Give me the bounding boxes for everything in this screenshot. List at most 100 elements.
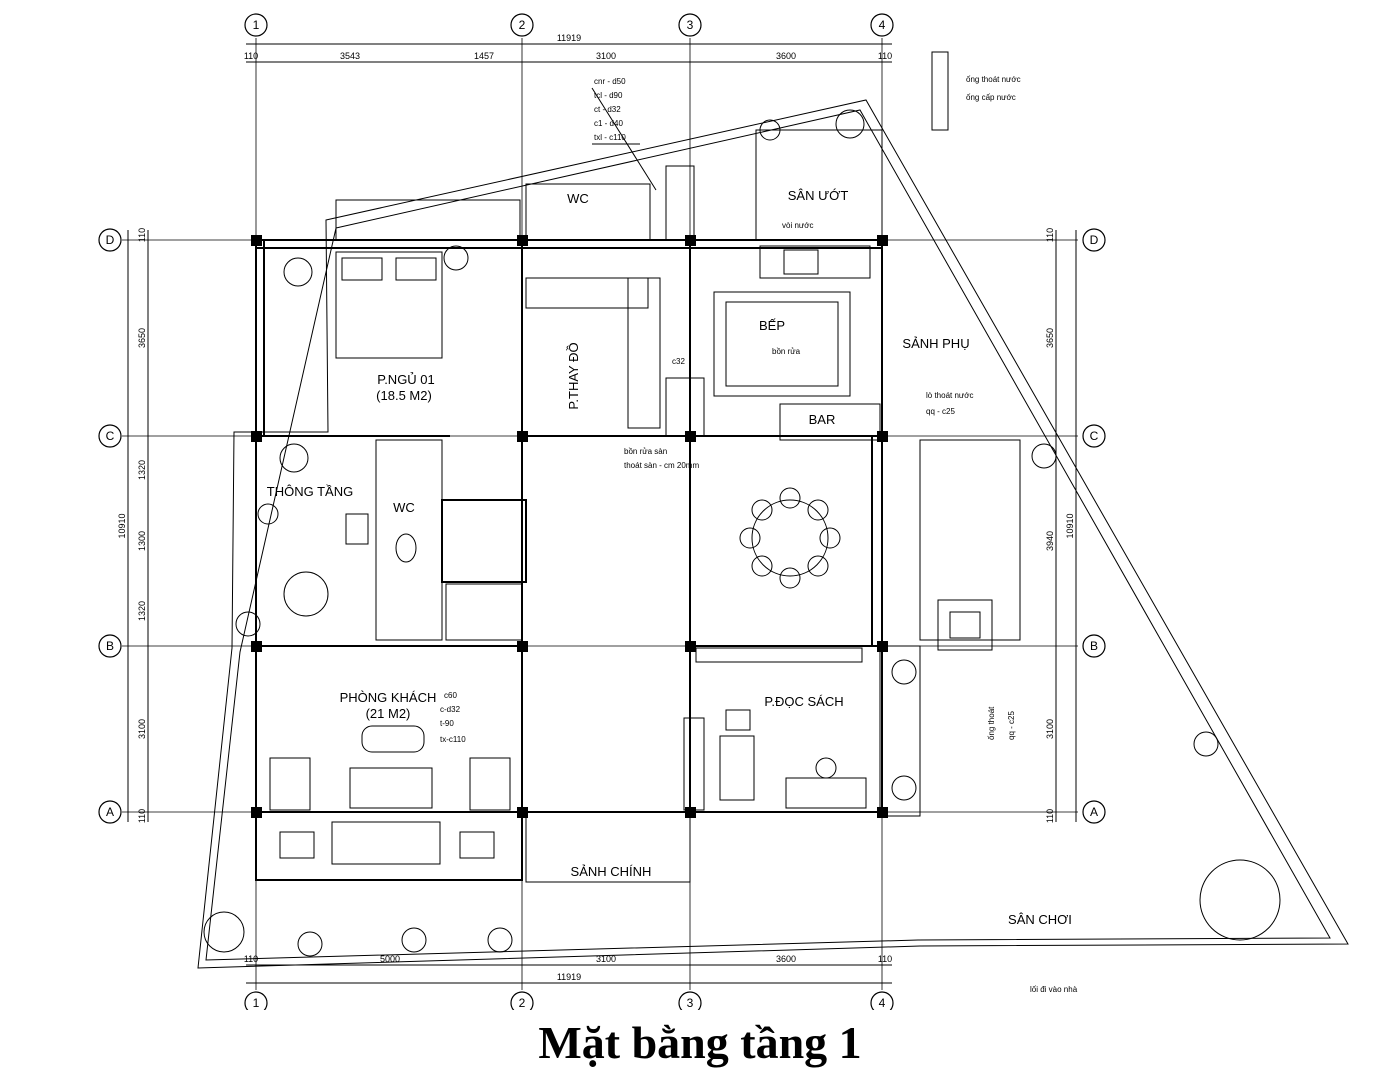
axis-label-D-right: D bbox=[1090, 233, 1099, 247]
pipe-notes-top: cnr - d50 tcl - d90 ct - d32 c1 - d40 tx… bbox=[591, 77, 657, 191]
tree-icon bbox=[279, 443, 309, 473]
dim-left-total: 10910 bbox=[117, 513, 127, 538]
plant-icon bbox=[487, 927, 513, 953]
plant-icon bbox=[759, 119, 781, 141]
dim-top-s1: 3543 bbox=[340, 51, 360, 61]
right-vert-note-2: qq - c25 bbox=[1007, 711, 1016, 740]
dim-right-e1: 110 bbox=[1045, 228, 1055, 242]
axis-label-2-top: 2 bbox=[519, 18, 526, 32]
axis-label-C-left: C bbox=[106, 429, 115, 443]
tree-icon bbox=[1199, 859, 1281, 941]
room-bep: BẾP bbox=[759, 318, 785, 333]
plant-icon bbox=[1193, 731, 1219, 757]
dim-bottom-total: 11919 bbox=[557, 972, 581, 982]
room-sanh-chinh: SẢNH CHÍNH bbox=[571, 864, 652, 879]
plant-icon bbox=[401, 927, 427, 953]
room-thong-tang: THÔNG TẦNG bbox=[267, 484, 353, 499]
dim-bottom-e2: 110 bbox=[878, 954, 892, 964]
dim-top-total: 11919 bbox=[557, 33, 581, 43]
dim-bottom-s1: 5000 bbox=[380, 954, 400, 964]
dim-left-s2: 1320 bbox=[137, 460, 147, 480]
dim-bottom-s2: 3100 bbox=[596, 954, 616, 964]
faucet-note: vòi nước bbox=[782, 221, 814, 230]
rock-icon bbox=[283, 571, 329, 617]
dim-right-s3: 3100 bbox=[1045, 719, 1055, 739]
room-wc-top: WC bbox=[567, 191, 589, 206]
plant-icon bbox=[297, 931, 323, 957]
room-bep-sink: bồn rửa bbox=[772, 347, 801, 356]
plant-icon bbox=[1031, 443, 1057, 469]
axis-markers: 1 2 3 4 1 2 3 4 D C B A D C B A bbox=[98, 13, 1106, 1010]
room-labels: WC SÂN ƯỚT BẾP bồn rửa SẢNH PHỤ P.NGỦ 01… bbox=[267, 188, 1072, 927]
kitchen-pipe-note: c32 bbox=[672, 357, 685, 366]
room-wc-mid: WC bbox=[393, 500, 415, 515]
room-san-uot: SÂN ƯỚT bbox=[788, 188, 849, 203]
bar-pipe-note-2: qq - c25 bbox=[926, 407, 955, 416]
right-vert-note-1: ống thoát bbox=[987, 706, 996, 740]
pk-pipe-1: c60 bbox=[444, 691, 457, 700]
room-phong-khach: PHÒNG KHÁCH bbox=[340, 690, 437, 705]
pk-pipe-4: tx-c110 bbox=[440, 735, 466, 744]
dimension-top: 11919 110 3543 1457 3100 3600 110 bbox=[244, 33, 892, 63]
pipe-note-2: tcl - d90 bbox=[594, 91, 623, 100]
plant-icon bbox=[835, 109, 865, 139]
axis-marker-D-left bbox=[98, 228, 122, 252]
dimension-left: 10910 110 3650 1320 1300 1320 3100 110 bbox=[117, 228, 149, 823]
mid-note-2: thoát sàn - cm 20mm bbox=[624, 461, 699, 470]
axis-marker-B-left bbox=[98, 634, 122, 658]
dim-left-s4: 1320 bbox=[137, 601, 147, 621]
axis-label-C-right: C bbox=[1090, 429, 1099, 443]
axis-marker-2-bottom bbox=[510, 991, 534, 1010]
legend-label-1: ống thoát nước bbox=[966, 75, 1021, 84]
axis-marker-2-top bbox=[510, 13, 534, 37]
dim-bottom-s3: 3600 bbox=[776, 954, 796, 964]
axis-label-4-bottom: 4 bbox=[879, 996, 886, 1010]
room-bar: BAR bbox=[809, 412, 836, 427]
axis-marker-4-top bbox=[870, 13, 894, 37]
pipe-note-1: cnr - d50 bbox=[594, 77, 626, 86]
dim-top-e1: 110 bbox=[244, 51, 258, 61]
dim-left-s1: 3650 bbox=[137, 328, 147, 348]
pipe-note-4: c1 - d40 bbox=[594, 119, 623, 128]
axis-label-4-top: 4 bbox=[879, 18, 886, 32]
dim-right-e2: 110 bbox=[1045, 809, 1055, 823]
axis-marker-A-right bbox=[1082, 800, 1106, 824]
dimension-right: 110 3650 3940 3100 110 10910 bbox=[1045, 228, 1077, 823]
axis-label-A-left: A bbox=[106, 805, 114, 819]
dim-top-s4: 3600 bbox=[776, 51, 796, 61]
axis-label-1-top: 1 bbox=[253, 18, 260, 32]
axis-label-3-bottom: 3 bbox=[687, 996, 694, 1010]
axis-marker-3-bottom bbox=[678, 991, 702, 1010]
axis-marker-4-bottom bbox=[870, 991, 894, 1010]
dimension-bottom: 110 5000 3100 3600 110 11919 bbox=[244, 954, 892, 984]
plant-icon bbox=[257, 503, 279, 525]
axis-marker-1-top bbox=[244, 13, 268, 37]
axis-label-B-right: B bbox=[1090, 639, 1098, 653]
bar-pipe-note-1: lò thoát nước bbox=[926, 391, 974, 400]
room-pk-area: (21 M2) bbox=[366, 706, 411, 721]
room-san-choi: SÂN CHƠI bbox=[1008, 912, 1072, 927]
page-title: Mặt bằng tầng 1 bbox=[538, 1017, 862, 1068]
dim-right-total: 10910 bbox=[1065, 513, 1075, 538]
plants bbox=[203, 109, 1281, 957]
room-pn-area: (18.5 M2) bbox=[376, 388, 432, 403]
axis-label-A-right: A bbox=[1090, 805, 1098, 819]
misc-notes: lò thoát nước qq - c25 bồn rửa sàn thoát… bbox=[440, 221, 1078, 994]
axis-label-2-bottom: 2 bbox=[519, 996, 526, 1010]
site-boundary bbox=[197, 99, 1349, 969]
room-sanh-phu: SẢNH PHỤ bbox=[902, 336, 969, 351]
dim-top-s2: 1457 bbox=[474, 51, 494, 61]
bottom-note: lối đi vào nhà bbox=[1030, 985, 1078, 994]
axis-label-D-left: D bbox=[106, 233, 115, 247]
room-p-doc-sach: P.ĐỌC SÁCH bbox=[764, 694, 843, 709]
axis-marker-3-top bbox=[678, 13, 702, 37]
axis-marker-C-right bbox=[1082, 424, 1106, 448]
dim-left-e2: 110 bbox=[137, 809, 147, 823]
axis-label-B-left: B bbox=[106, 639, 114, 653]
legend-label-2: ống cấp nước bbox=[966, 93, 1016, 102]
axis-marker-D-right bbox=[1082, 228, 1106, 252]
axis-marker-B-right bbox=[1082, 634, 1106, 658]
dim-left-s3: 1300 bbox=[137, 531, 147, 551]
dim-right-s2: 3940 bbox=[1045, 531, 1055, 551]
axis-marker-A-left bbox=[98, 800, 122, 824]
